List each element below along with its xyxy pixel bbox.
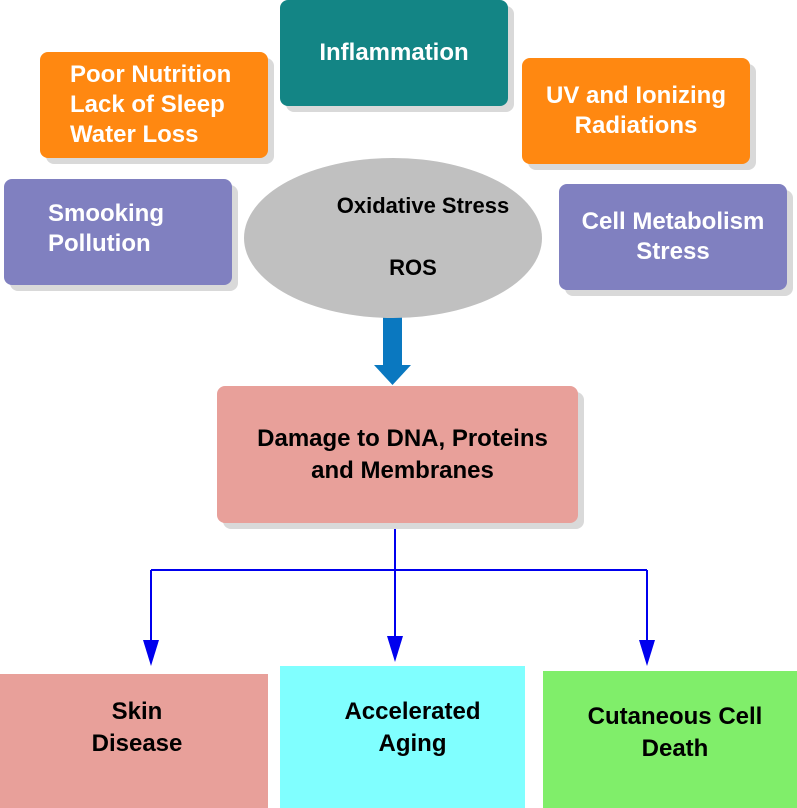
cause-nutrition-line-3: Water Loss xyxy=(70,121,199,148)
damage-line-2: and Membranes xyxy=(311,456,494,484)
cause-uv-line-1: UV and Ionizing xyxy=(546,82,726,109)
outcome-death-line-2: Death xyxy=(641,735,709,762)
oxidative-stress-ellipse: Oxidative Stress ROS xyxy=(244,158,542,318)
arrowhead-death xyxy=(639,640,655,666)
outcome-death-line-1: Cutaneous Cell xyxy=(587,703,763,730)
cause-smoking-line-2: Pollution xyxy=(48,230,151,257)
damage-box: Damage to DNA, Proteins and Membranes xyxy=(217,386,578,523)
outcome-skin-disease-box: Skin Disease xyxy=(0,674,268,808)
cause-inflammation-label: Inflammation xyxy=(319,39,469,66)
oxidative-stress-label: Oxidative Stress xyxy=(336,193,510,218)
cause-nutrition-line-1: Poor Nutrition xyxy=(70,61,232,88)
cause-cell-metabolism-line-2: Stress xyxy=(636,238,710,265)
cause-nutrition-line-2: Lack of Sleep xyxy=(70,91,225,118)
outcome-cell-death-box: Cutaneous Cell Death xyxy=(543,671,797,808)
outcome-aging-line-1: Accelerated xyxy=(344,698,481,725)
outcome-skin-line-2: Disease xyxy=(91,730,183,757)
cause-cell-metabolism-box: Cell Metabolism Stress xyxy=(559,184,787,290)
cause-smoking-line-1: Smooking xyxy=(48,200,165,227)
cause-nutrition-box: Poor Nutrition Lack of Sleep Water Loss xyxy=(40,52,268,158)
cause-cell-metabolism-line-1: Cell Metabolism xyxy=(581,208,765,235)
ros-label: ROS xyxy=(389,255,437,280)
branch-arrowheads xyxy=(143,636,655,666)
outcome-skin-line-1: Skin xyxy=(111,698,163,725)
outcome-aging-line-2: Aging xyxy=(378,730,447,757)
arrowhead-aging xyxy=(387,636,403,662)
cause-uv-box: UV and Ionizing Radiations xyxy=(522,58,750,164)
outcome-accelerated-aging-box: Accelerated Aging xyxy=(280,666,525,808)
cause-inflammation-box: Inflammation xyxy=(280,0,508,106)
damage-line-1: Damage to DNA, Proteins xyxy=(257,424,548,452)
main-down-arrow xyxy=(374,317,411,385)
cause-uv-line-2: Radiations xyxy=(574,112,698,139)
cause-smoking-box: Smooking Pollution xyxy=(4,179,232,285)
branch-connectors xyxy=(150,523,648,645)
arrowhead-skin xyxy=(143,640,159,666)
